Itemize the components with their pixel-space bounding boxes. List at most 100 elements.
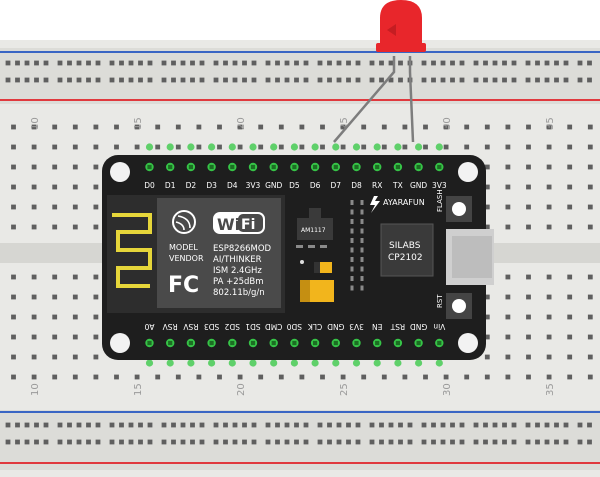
breadboard-hole	[213, 422, 219, 428]
breadboard-hole	[43, 77, 49, 83]
breadboard-hole	[24, 439, 30, 445]
column-number: 35	[545, 383, 556, 396]
breadboard-hole	[320, 144, 325, 150]
breadboard-hole	[473, 439, 479, 445]
breadboard-hole	[567, 354, 573, 360]
breadboard-hole	[587, 374, 593, 380]
column-number: 15	[133, 383, 144, 396]
connected-hole	[435, 143, 443, 151]
breadboard-hole	[484, 204, 490, 210]
breadboard-hole	[450, 439, 455, 445]
antenna-trace-icon	[112, 213, 152, 288]
breadboard-hole	[450, 77, 455, 83]
rst-button-cap[interactable]	[452, 299, 466, 313]
breadboard-hole	[450, 60, 455, 66]
breadboard-hole	[265, 422, 271, 428]
breadboard-hole	[242, 60, 247, 66]
breadboard-hole	[86, 77, 91, 83]
breadboard-hole	[381, 144, 387, 150]
breadboard-hole	[355, 439, 361, 445]
breadboard-hole	[15, 77, 20, 83]
breadboard-hole	[361, 374, 367, 380]
breadboard-hole	[52, 204, 58, 210]
smd-resistor	[360, 200, 364, 205]
smd-resistor	[360, 276, 364, 281]
breadboard-hole	[554, 60, 559, 66]
breadboard-hole	[258, 144, 264, 150]
breadboard-hole	[275, 422, 280, 428]
breadboard-hole	[327, 60, 332, 66]
breadboard-hole	[93, 204, 99, 210]
pin-label: SD1	[245, 322, 261, 331]
breadboard-hole	[546, 184, 552, 190]
breadboard-hole	[535, 422, 540, 428]
breadboard-hole	[587, 274, 593, 280]
breadboard-hole	[232, 77, 238, 83]
column-number: 10	[30, 383, 41, 396]
breadboard-hole	[431, 60, 436, 66]
breadboard-hole	[147, 439, 153, 445]
breadboard-hole	[473, 60, 479, 66]
breadboard-hole	[72, 224, 78, 230]
breadboard-hole	[464, 124, 470, 130]
breadboard-hole	[52, 274, 58, 280]
column-number: 35	[545, 117, 556, 130]
breadboard-hole	[587, 60, 592, 66]
header-pin-core	[375, 164, 380, 170]
breadboard-hole	[294, 439, 299, 445]
breadboard-hole	[34, 77, 39, 83]
breadboard-hole	[526, 374, 531, 380]
smd-resistor	[308, 245, 315, 248]
header-pin-core	[209, 340, 214, 346]
breadboard-hole	[134, 374, 140, 380]
pin-label: RST	[390, 322, 405, 331]
pin-label: D6	[310, 181, 321, 190]
connected-hole	[228, 143, 236, 151]
breadboard-hole	[284, 60, 290, 66]
breadboard-hole	[196, 124, 202, 130]
breadboard-hole	[175, 124, 181, 130]
breadboard-hole	[526, 224, 531, 230]
breadboard-hole	[431, 439, 436, 445]
header-pin-core	[188, 340, 193, 346]
breadboard-hole	[327, 77, 332, 83]
breadboard-hole	[5, 439, 11, 445]
breadboard-hole	[223, 60, 228, 66]
breadboard-hole	[265, 77, 271, 83]
breadboard-hole	[31, 334, 37, 340]
breadboard-hole	[346, 439, 351, 445]
led-wire-left	[333, 56, 396, 143]
module-line-2: AI/THINKER	[213, 255, 262, 265]
column-number: 25	[339, 383, 350, 396]
breadboard-hole	[93, 144, 99, 150]
espressif-logo-icon	[172, 210, 196, 234]
breadboard-hole	[11, 334, 16, 340]
breadboard-hole	[199, 422, 205, 428]
breadboard-hole	[525, 77, 531, 83]
breadboard-hole	[237, 374, 243, 380]
breadboard-hole	[459, 60, 465, 66]
breadboard-hole	[388, 439, 394, 445]
breadboard-hole	[587, 422, 592, 428]
breadboard-hole	[336, 60, 342, 66]
breadboard-hole	[76, 77, 82, 83]
breadboard-hole	[546, 354, 552, 360]
breadboard-hole	[443, 124, 449, 130]
breadboard-hole	[278, 144, 284, 150]
breadboard-hole	[93, 184, 99, 190]
flash-button-cap[interactable]	[452, 202, 466, 216]
flash-label: FLASH	[436, 189, 444, 212]
smd-resistor	[350, 238, 354, 243]
breadboard-hole	[93, 294, 99, 300]
breadboard-hole	[587, 354, 593, 360]
breadboard-hole	[546, 274, 552, 280]
breadboard-hole	[128, 439, 134, 445]
breadboard-hole	[484, 314, 490, 320]
breadboard-hole	[265, 439, 271, 445]
module-vendor-label: VENDOR	[169, 254, 204, 263]
breadboard-hole	[11, 144, 16, 150]
breadboard-hole	[440, 60, 446, 66]
pin-label: D2	[186, 181, 197, 190]
module-line-3: ISM 2.4GHz	[213, 266, 262, 276]
breadboard-hole	[483, 77, 488, 83]
